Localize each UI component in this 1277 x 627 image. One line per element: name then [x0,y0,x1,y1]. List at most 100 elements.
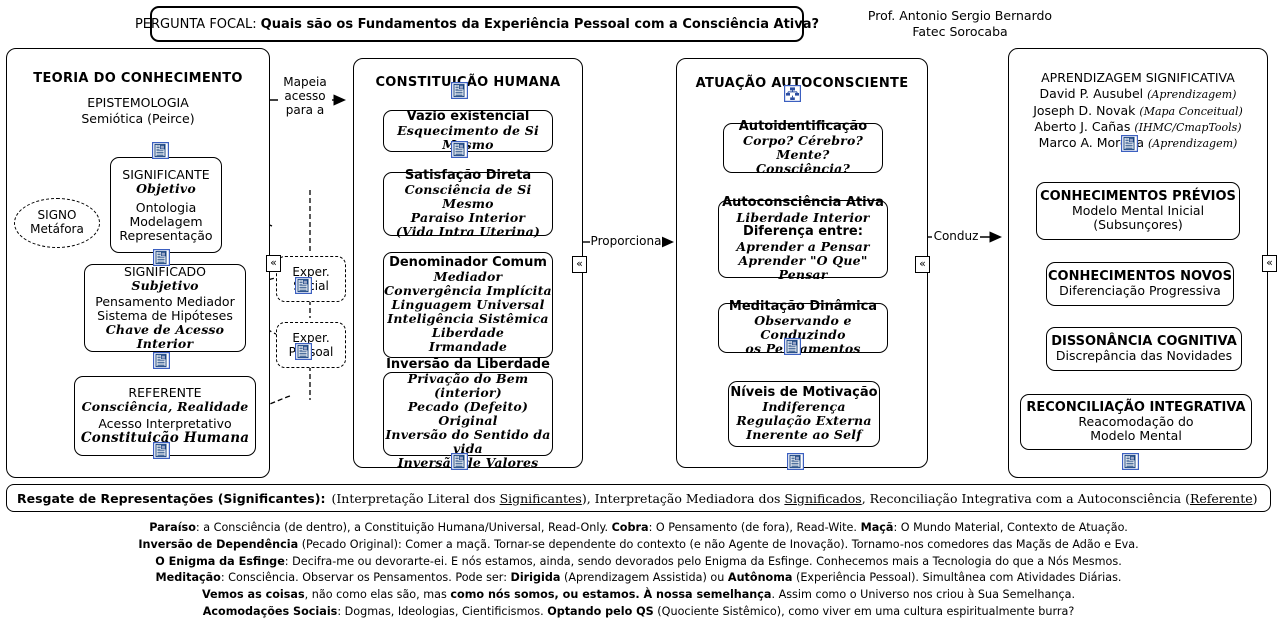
collapse-chevron-col2[interactable]: « [572,256,587,273]
connector-label-mapeia: Mapeia acesso para a [278,75,332,118]
resource-icon[interactable] [295,277,313,295]
footnote-line: Paraíso: a Consciência (de dentro), a Co… [0,520,1277,537]
significante-sub: Objetivo [136,180,196,196]
col4-author-3-note: (Aprendizagem) [1148,137,1238,151]
significante-l1: Ontologia [135,199,197,215]
footnote-bold: Vemos as coisas [201,588,305,602]
focus-question-label: PERGUNTA FOCAL: [134,16,257,32]
node-inversao-da-liberdade[interactable]: Inversão da Liberdade Privação do Bem (i… [383,357,553,470]
node-denominador-comum[interactable]: Denominador Comum Mediador Convergência … [383,252,553,358]
previos-title: CONHECIMENTOS PRÉVIOS [1040,188,1236,204]
collapse-chevron-col3[interactable]: « [915,256,930,273]
meditacao-l2: os Pensamentos [745,341,861,357]
node-meditacao-dinamica[interactable]: Meditação Dinâmica Observando e Conduzin… [718,299,888,357]
col4-author-0: David P. Ausubel (Aprendizagem) [1008,86,1268,102]
footnote-bold: Paraíso [149,521,196,534]
reconciliacao-l1: Reacomodação do [1078,414,1194,430]
connector-label-conduz: Conduz [932,229,980,244]
resource-icon[interactable] [153,442,171,460]
significante-l3: Representação [119,227,213,243]
resource-icon[interactable] [152,142,170,160]
author-name: Prof. Antonio Sergio Bernardo [867,8,1053,23]
concept-map-icon[interactable] [784,85,802,103]
node-dissonancia-cognitiva[interactable]: DISSONÂNCIA COGNITIVA Discrepância das N… [1046,327,1242,371]
footnote-bold: Inversão de Dependência [138,537,299,551]
col4-author-3-name: Marco A. Moreira [1038,135,1145,151]
resource-icon[interactable] [787,453,805,471]
footnote-bold: Maçã [860,521,894,534]
node-satisfacao-direta[interactable]: Satisfação Direta Consciência de Si Mesm… [383,168,553,240]
footnote-text: : Decifra-me ou devorarte-ei. E nós esta… [284,554,1122,568]
resource-icon[interactable] [784,338,802,356]
resource-icon[interactable] [153,249,171,267]
autoconsciencia-title: Autoconsciência Ativa [722,195,884,211]
autoconsciencia-t2: Diferença entre: [743,224,863,239]
footnote-line: Inversão de Dependência (Pecado Original… [0,537,1277,554]
mapeia-line-1: Mapeia [283,75,327,89]
autoconsciencia-l2: Aprender a Pensar [736,238,870,254]
node-significante[interactable]: SIGNIFICANTE Objetivo Ontologia Modelage… [110,157,222,253]
inversao-l1: Privação do Bem (interior) [407,371,529,401]
footnote-line: Acomodações Sociais: Dogmas, Ideologias,… [0,604,1277,621]
footnote-text: (Aprendizagem Assistida) ou [560,571,728,585]
previos-l2: (Subsunçores) [1093,217,1183,233]
node-signo[interactable]: SIGNO Metáfora [14,198,100,248]
footnotes-block: Paraíso: a Consciência (de dentro), a Co… [0,520,1277,621]
col4-author-1-name: Joseph D. Novak [1033,102,1136,118]
autoconsciencia-l1: Liberdade Interior [736,210,870,225]
footnote-bold: Cobra [611,521,649,534]
satisfacao-l3: (Vida Intra Uterina) [395,224,541,240]
node-significado[interactable]: SIGNIFICADO Subjetivo Pensamento Mediado… [84,264,246,352]
denominador-l1: Mediador [433,269,503,285]
previos-l1: Modelo Mental Inicial [1071,203,1205,219]
footnote-bold: como nós somos, ou estamos. À nossa seme… [450,588,772,602]
footnote-text: : Dogmas, Ideologias, Cientificismos. [337,604,548,618]
resource-icon[interactable] [451,82,469,100]
autoidentificacao-title: Autoidentificação [738,118,868,134]
footnote-line: Meditação: Consciência. Observar os Pens… [0,570,1277,587]
node-autoconsciencia-ativa[interactable]: Autoconsciência Ativa Liberdade Interior… [718,196,888,281]
col1-subtitle-2: Semiótica (Peirce) [81,110,195,126]
footnote-bold: O Enigma da Esfinge [155,554,285,568]
focus-question-text: Quais são os Fundamentos da Experiência … [260,16,820,32]
resgate-p4: ) [1252,490,1258,506]
col1-title: TEORIA DO CONHECIMENTO [33,71,243,86]
resgate-bar: Resgate de Representações (Significantes… [6,484,1271,512]
footnote-text: : a Consciência (de dentro), a Constitui… [195,521,612,534]
col2-title: CONSTITUIÇÃO HUMANA [375,75,561,90]
collapse-chevron-col4[interactable]: « [1262,255,1277,272]
dissonancia-title: DISSONÂNCIA COGNITIVA [1051,333,1237,349]
col1-subtitle: EPISTEMOLOGIA Semiótica (Peirce) [6,95,270,126]
exper-social-l1: Exper. [292,265,330,279]
reconciliacao-title: RECONCILIAÇÃO INTEGRATIVA [1026,399,1246,415]
resource-icon[interactable] [1121,135,1139,153]
significado-l3: Chave de Acesso Interior [105,322,225,351]
col4-author-2-note: (IHMC/CmapTools) [1134,120,1242,134]
footnote-text: : Consciência. Observar os Pensamentos. … [220,571,511,585]
resource-icon[interactable] [153,352,171,370]
collapse-chevron-col1[interactable]: « [266,255,281,272]
denominador-l2: Convergência Implícita [384,283,552,299]
resource-icon[interactable] [451,453,469,471]
significante-title: SIGNIFICANTE [122,166,210,182]
resource-icon[interactable] [295,343,313,361]
denominador-title: Denominador Comum [389,254,547,270]
node-conhecimentos-novos[interactable]: CONHECIMENTOS NOVOS Diferenciação Progre… [1046,262,1234,306]
node-autoidentificacao[interactable]: Autoidentificação Corpo? Cérebro? Mente?… [723,118,883,177]
col4-author-1: Joseph D. Novak (Mapa Conceitual) [1008,103,1268,119]
node-reconciliacao-integrativa[interactable]: RECONCILIAÇÃO INTEGRATIVA Reacomodação d… [1020,394,1252,450]
node-conhecimentos-previos[interactable]: CONHECIMENTOS PRÉVIOS Modelo Mental Inic… [1036,182,1240,240]
node-niveis-de-motivacao[interactable]: Níveis de Motivação Indiferença Regulaçã… [728,381,880,447]
inversao-title: Inversão da Liberdade [386,356,550,372]
resgate-head: Resgate de Representações (Significantes… [17,490,326,506]
node-vazio-existencial[interactable]: Vazio existencial Esquecimento de Si Mes… [383,109,553,152]
autoidentificacao-l2: Consciência? [756,161,850,177]
resgate-p3: , Reconciliação Integrativa com a Autoco… [861,490,1190,506]
footnote-bold: Dirigida [510,571,561,585]
referente-l1: Acesso Interpretativo [98,415,232,431]
resource-icon[interactable] [1122,453,1140,471]
meditacao-l1: Observando e Conduzindo [754,313,852,343]
motivacao-l2: Regulação Externa [736,413,872,429]
resource-icon[interactable] [451,141,469,159]
footnote-text: : O Pensamento (de fora), Read-Wite. [648,521,861,534]
